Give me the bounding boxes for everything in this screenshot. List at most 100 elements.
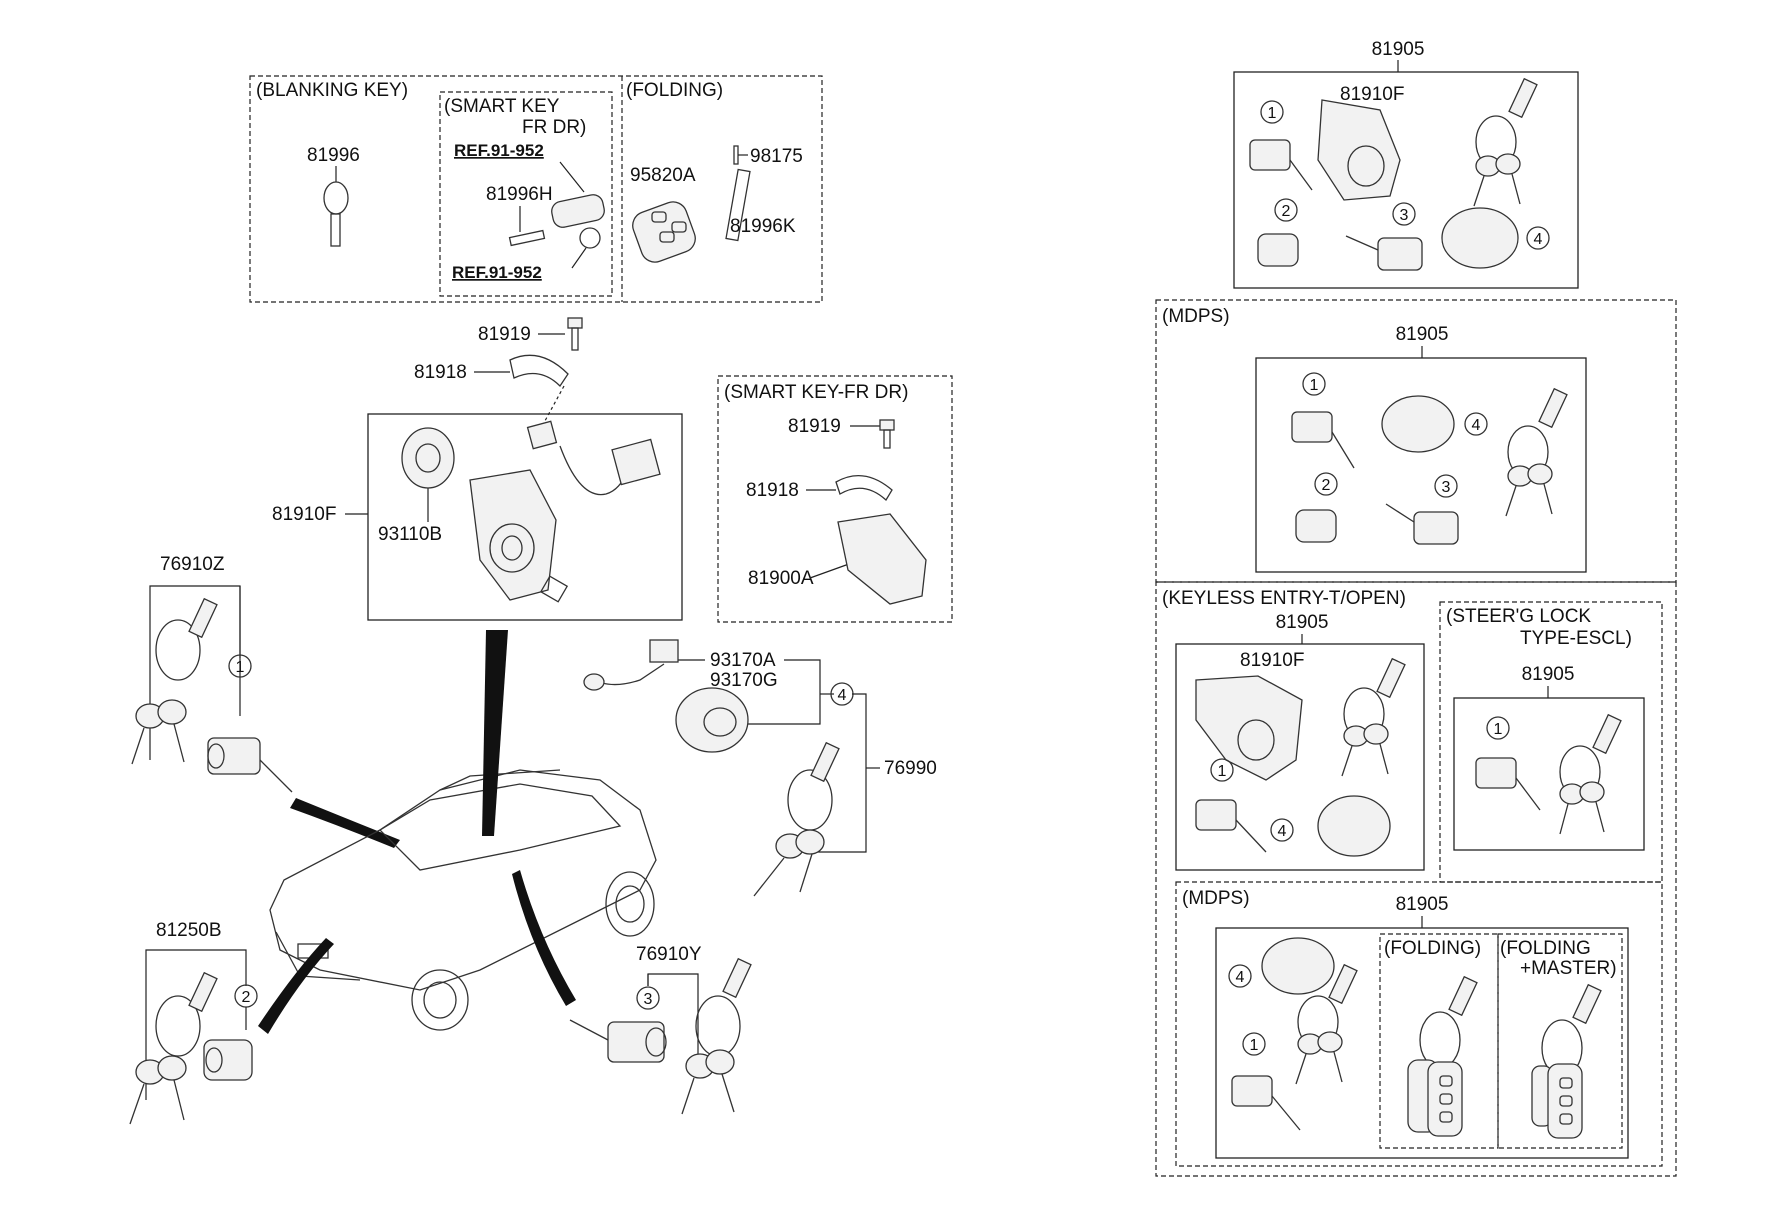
label-95820a: 95820A	[630, 165, 696, 186]
folding-key-fob-icon	[1407, 975, 1478, 1137]
set-1-lock-icon	[1317, 99, 1401, 201]
pin-icon	[733, 145, 739, 165]
set-3-4-outer	[1155, 581, 1677, 1177]
set-3-lock-icon	[1195, 675, 1303, 781]
immobilizer-wire-icon	[583, 639, 679, 691]
set-2: (MDPS) 81905 1 4 2 3	[1155, 299, 1677, 583]
set-3-5-outer-box	[1155, 581, 1677, 1177]
blanking-folding-outer-box	[249, 75, 823, 303]
callout-number: 1	[236, 659, 245, 676]
set-5-header: (MDPS)	[1182, 888, 1250, 909]
folding-master-fob-icon	[1531, 983, 1602, 1139]
label-81996k: 81996K	[730, 216, 796, 237]
callout-number: 4	[838, 687, 847, 704]
set-2-header: (MDPS)	[1162, 306, 1230, 327]
set-4-header-2: TYPE-ESCL)	[1520, 628, 1632, 649]
set-3: (KEYLESS ENTRY-T/OPEN) 81905 81910F 1 4	[1162, 588, 1425, 871]
lock-assembly-group: 81919 81918 81910F 93110B	[272, 317, 683, 621]
screw-b-icon	[879, 419, 895, 449]
callout-number: 2	[1322, 477, 1331, 494]
smart-key-fob-icon	[508, 161, 605, 269]
callout-number: 3	[1400, 207, 1409, 224]
label-93170g: 93170G	[710, 670, 778, 691]
label-81900a: 81900A	[748, 568, 814, 589]
smart-key-header-1: (SMART KEY	[444, 96, 560, 117]
folding-blade-icon	[725, 168, 751, 242]
trunk-pointer	[258, 938, 334, 1034]
set-4-header-1: (STEER'G LOCK	[1446, 606, 1591, 627]
callout-number: 3	[644, 991, 653, 1008]
front-door-pointer	[290, 798, 400, 848]
ignition-lock-icon	[401, 420, 661, 603]
set-1-cyl-4	[1441, 207, 1519, 269]
callout-number: 4	[1236, 969, 1245, 986]
key-set-icon	[753, 741, 840, 897]
label-81919: 81919	[478, 324, 531, 345]
set-3-part: 81905	[1276, 612, 1329, 633]
callout-number: 4	[1278, 823, 1287, 840]
ref-link-2: REF.91-952	[452, 263, 542, 282]
callout-number: 2	[242, 989, 251, 1006]
set-4: (STEER'G LOCK TYPE-ESCL) 81905 1	[1439, 601, 1663, 883]
callout-number: 4	[1472, 417, 1481, 434]
ignition-cylinder-icon	[675, 687, 749, 753]
set-2-keys-icon	[1505, 387, 1568, 517]
door-set-front-group: 76910Z 1	[131, 554, 400, 848]
ref-link-1: REF.91-952	[454, 141, 544, 160]
set-1: 81905 81910F 1 2 3 4	[1233, 39, 1579, 289]
smart-key-fr-dr-box	[717, 375, 953, 623]
bracket-b-icon	[835, 475, 893, 502]
set-5: (MDPS) 81905 (FOLDING) (FOLDING +MASTER)…	[1175, 881, 1663, 1167]
set-1-sub: 81910F	[1340, 84, 1404, 105]
callout-3-left	[636, 986, 660, 1010]
set-2-box	[1255, 357, 1587, 573]
ignition-pointer	[482, 630, 508, 836]
folding-subheader: (FOLDING)	[1384, 938, 1481, 959]
callout-number: 1	[1310, 377, 1319, 394]
smart-key-fr-dr-header: (SMART KEY-FR DR)	[724, 382, 908, 403]
vehicle-illustration	[258, 630, 657, 1034]
label-76990: 76990	[884, 758, 937, 779]
label-93170a: 93170A	[710, 650, 776, 671]
screw-icon	[567, 317, 583, 351]
folding-header: (FOLDING)	[626, 80, 723, 101]
rear-key-icon	[681, 957, 752, 1115]
label-76910z: 76910Z	[160, 554, 225, 575]
smart-key-fr-dr-group: (SMART KEY-FR DR) 81919 81918 81900A	[717, 375, 953, 623]
callout-number: 1	[1250, 1037, 1259, 1054]
folding-master-subheader-2: +MASTER)	[1520, 958, 1617, 979]
label-98175: 98175	[750, 146, 803, 167]
callout-1-front	[228, 654, 252, 678]
label-81910f: 81910F	[272, 504, 336, 525]
set-5-box	[1215, 927, 1629, 1159]
set-1-box	[1233, 71, 1579, 289]
folding-master-subbox	[1497, 933, 1623, 1149]
set-5-outer-box	[1175, 881, 1663, 1167]
set-3-sub: 81910F	[1240, 650, 1304, 671]
set-5-keys-icon	[1295, 963, 1358, 1085]
set-3-keys-icon	[1341, 657, 1406, 777]
set-4-part: 81905	[1522, 664, 1575, 685]
door-set-rear-group: 76910Y 3	[569, 944, 752, 1115]
callout-number: 1	[1494, 721, 1503, 738]
door-cylinder-icon	[207, 737, 293, 793]
smart-key-header-2: FR DR)	[522, 117, 586, 138]
blanking-key-header: (BLANKING KEY)	[256, 80, 408, 101]
label-81996h: 81996H	[486, 184, 553, 205]
set-1-cyl-3	[1377, 237, 1423, 271]
key-pair-icon	[131, 597, 218, 765]
label-81918: 81918	[414, 362, 467, 383]
label-93110b: 93110B	[378, 524, 442, 545]
smart-key-subbox	[439, 91, 613, 297]
callout-number: 3	[1442, 479, 1451, 496]
label-76910y: 76910Y	[636, 944, 702, 965]
callout-number: 1	[1218, 763, 1227, 780]
label-81918-b: 81918	[746, 480, 799, 501]
rear-door-pointer	[512, 870, 576, 1006]
key-groups-box: (BLANKING KEY) (SMART KEY FR DR) (FOLDIN…	[249, 75, 823, 303]
set-4-keys-icon	[1559, 713, 1622, 835]
callout-number: 4	[1534, 231, 1543, 248]
set-5-part: 81905	[1396, 894, 1449, 915]
folding-key-icon	[632, 201, 696, 263]
trunk-cylinder-icon	[203, 1039, 253, 1081]
